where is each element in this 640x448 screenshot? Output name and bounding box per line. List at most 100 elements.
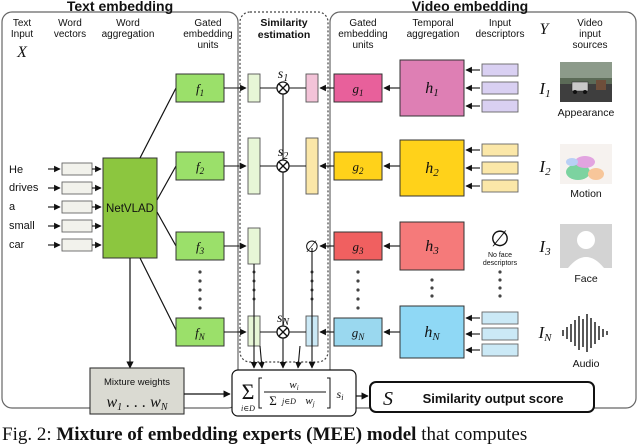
unit-g2-label: g2	[353, 159, 365, 176]
unit-fN-label: fN	[195, 325, 206, 342]
unit-g3	[333, 231, 383, 261]
col-temporal-1: Temporal	[412, 18, 453, 29]
caption-bold: Mixture of embedding experts (MEE) model	[56, 424, 417, 445]
video-output-symbol: Y	[540, 21, 551, 38]
similarity-output-symbol: S	[383, 388, 393, 410]
col-descriptors-1: Input	[489, 18, 511, 29]
h-to-g-arrows	[383, 84, 400, 336]
unit-g1-label: g1	[353, 81, 364, 98]
video-dots	[356, 270, 502, 310]
mixture-weights-box	[89, 367, 185, 415]
word-item: small	[9, 220, 35, 232]
source-label-audio: Audio	[573, 358, 600, 370]
no-face-label-2: descriptors	[483, 260, 518, 267]
text-unit-dots	[198, 270, 202, 310]
multiply-node-2	[276, 159, 290, 173]
motion-thumbnail	[560, 144, 612, 184]
multiply-node-N	[276, 325, 290, 339]
vector-arrows	[92, 165, 102, 249]
col-video-gated-1: Gated	[349, 18, 376, 29]
col-sources-3: sources	[572, 40, 607, 51]
unit-f2-label: f2	[196, 159, 205, 176]
unit-g2	[333, 151, 383, 181]
unit-f1-label: f1	[196, 81, 204, 98]
source-label-face: Face	[574, 273, 598, 285]
word-item: drives	[9, 182, 39, 194]
mee-diagram: Text embedding Video embedding Similarit…	[1, 0, 637, 417]
multiply-node-1	[276, 81, 290, 95]
agg-h1	[399, 59, 465, 117]
agg-h2	[399, 139, 465, 197]
netvlad-block	[102, 157, 158, 259]
netvlad-label: NetVLAD	[106, 203, 154, 215]
unit-gN	[333, 317, 383, 347]
svg-text:wi: wi	[289, 379, 298, 392]
unit-f3	[175, 231, 225, 261]
word-item: a	[9, 201, 16, 213]
similarity-panel	[239, 11, 329, 363]
text-gated-units	[175, 73, 225, 347]
col-sources-1: Video	[577, 18, 603, 29]
col-sources-2: input	[579, 29, 601, 40]
no-face-symbol: ∅	[490, 226, 509, 251]
mixture-weights-formula: w1 . . . wN	[106, 394, 168, 413]
netvlad-to-units	[126, 87, 177, 369]
face-thumbnail	[560, 224, 612, 268]
source-label-appearance: Appearance	[558, 107, 615, 119]
appearance-thumbnail	[560, 62, 612, 102]
caption-rest: that computes	[416, 424, 528, 445]
col-text-gated-1: Gated	[194, 18, 221, 29]
col-text-gated-3: units	[197, 40, 218, 51]
word-list: He drives a small car	[9, 164, 39, 251]
figure-caption: Fig. 2: Mixture of embedding experts (ME…	[2, 421, 638, 448]
agg-hN	[399, 305, 465, 359]
agg-h3	[399, 221, 465, 271]
source-symbol-2: I2	[538, 157, 551, 178]
weighted-sum-formula: Σ i∈D wi Σ j∈D wj si	[241, 377, 344, 413]
col-word-aggregation-1: Word	[116, 18, 140, 29]
source-symbol-1: I1	[538, 79, 550, 100]
unit-fN	[175, 317, 225, 347]
similarity-output-box	[369, 381, 595, 413]
word-item: car	[9, 239, 25, 251]
source-label-motion: Motion	[570, 188, 602, 200]
col-video-gated-3: units	[352, 40, 373, 51]
word-vectors	[61, 162, 93, 252]
col-temporal-2: aggregation	[407, 29, 460, 40]
mixture-weights-label: Mixture weights	[104, 377, 170, 388]
text-input-symbol: X	[16, 44, 28, 61]
score-sN: sN	[277, 311, 290, 328]
col-text-input-2: Input	[11, 29, 33, 40]
caption-prefix: Fig. 2:	[2, 424, 57, 445]
score-s2: s2	[278, 145, 288, 162]
similarity-title-2: estimation	[258, 29, 311, 41]
col-text-input-1: Text	[13, 18, 32, 29]
svg-text:j∈D: j∈D	[281, 397, 296, 406]
multiply-nodes	[276, 81, 290, 339]
word-item: He	[9, 164, 23, 176]
col-text-gated-2: embedding	[183, 29, 232, 40]
audio-thumbnail	[562, 314, 608, 352]
descriptors-motion	[465, 143, 519, 193]
svg-text:wj: wj	[305, 395, 314, 408]
dot-product-lines	[250, 87, 316, 369]
source-symbol-N: IN	[537, 323, 552, 344]
svg-text:Σ: Σ	[269, 393, 277, 408]
no-face-descriptors: ∅ No face descriptors	[483, 226, 518, 267]
similarity-output-label: Similarity output score	[423, 391, 564, 406]
descriptors-appearance	[465, 63, 519, 113]
svg-text:si: si	[337, 387, 344, 402]
empty-set-3: ∅	[305, 239, 319, 256]
no-face-label-1: No face	[488, 252, 512, 259]
unit-g3-label: g3	[353, 239, 365, 256]
svg-text:i∈D: i∈D	[241, 404, 255, 413]
video-embedding-title: Video embedding	[412, 0, 528, 14]
temporal-aggregators	[399, 59, 465, 359]
col-descriptors-2: descriptors	[476, 29, 525, 40]
source-symbol-3: I3	[538, 237, 551, 258]
g-to-embedding-arrows	[319, 84, 334, 336]
col-word-vectors-1: Word	[58, 18, 82, 29]
col-word-aggregation-2: aggregation	[102, 29, 155, 40]
unit-to-embedding-arrows	[224, 84, 247, 336]
col-video-gated-2: embedding	[338, 29, 387, 40]
